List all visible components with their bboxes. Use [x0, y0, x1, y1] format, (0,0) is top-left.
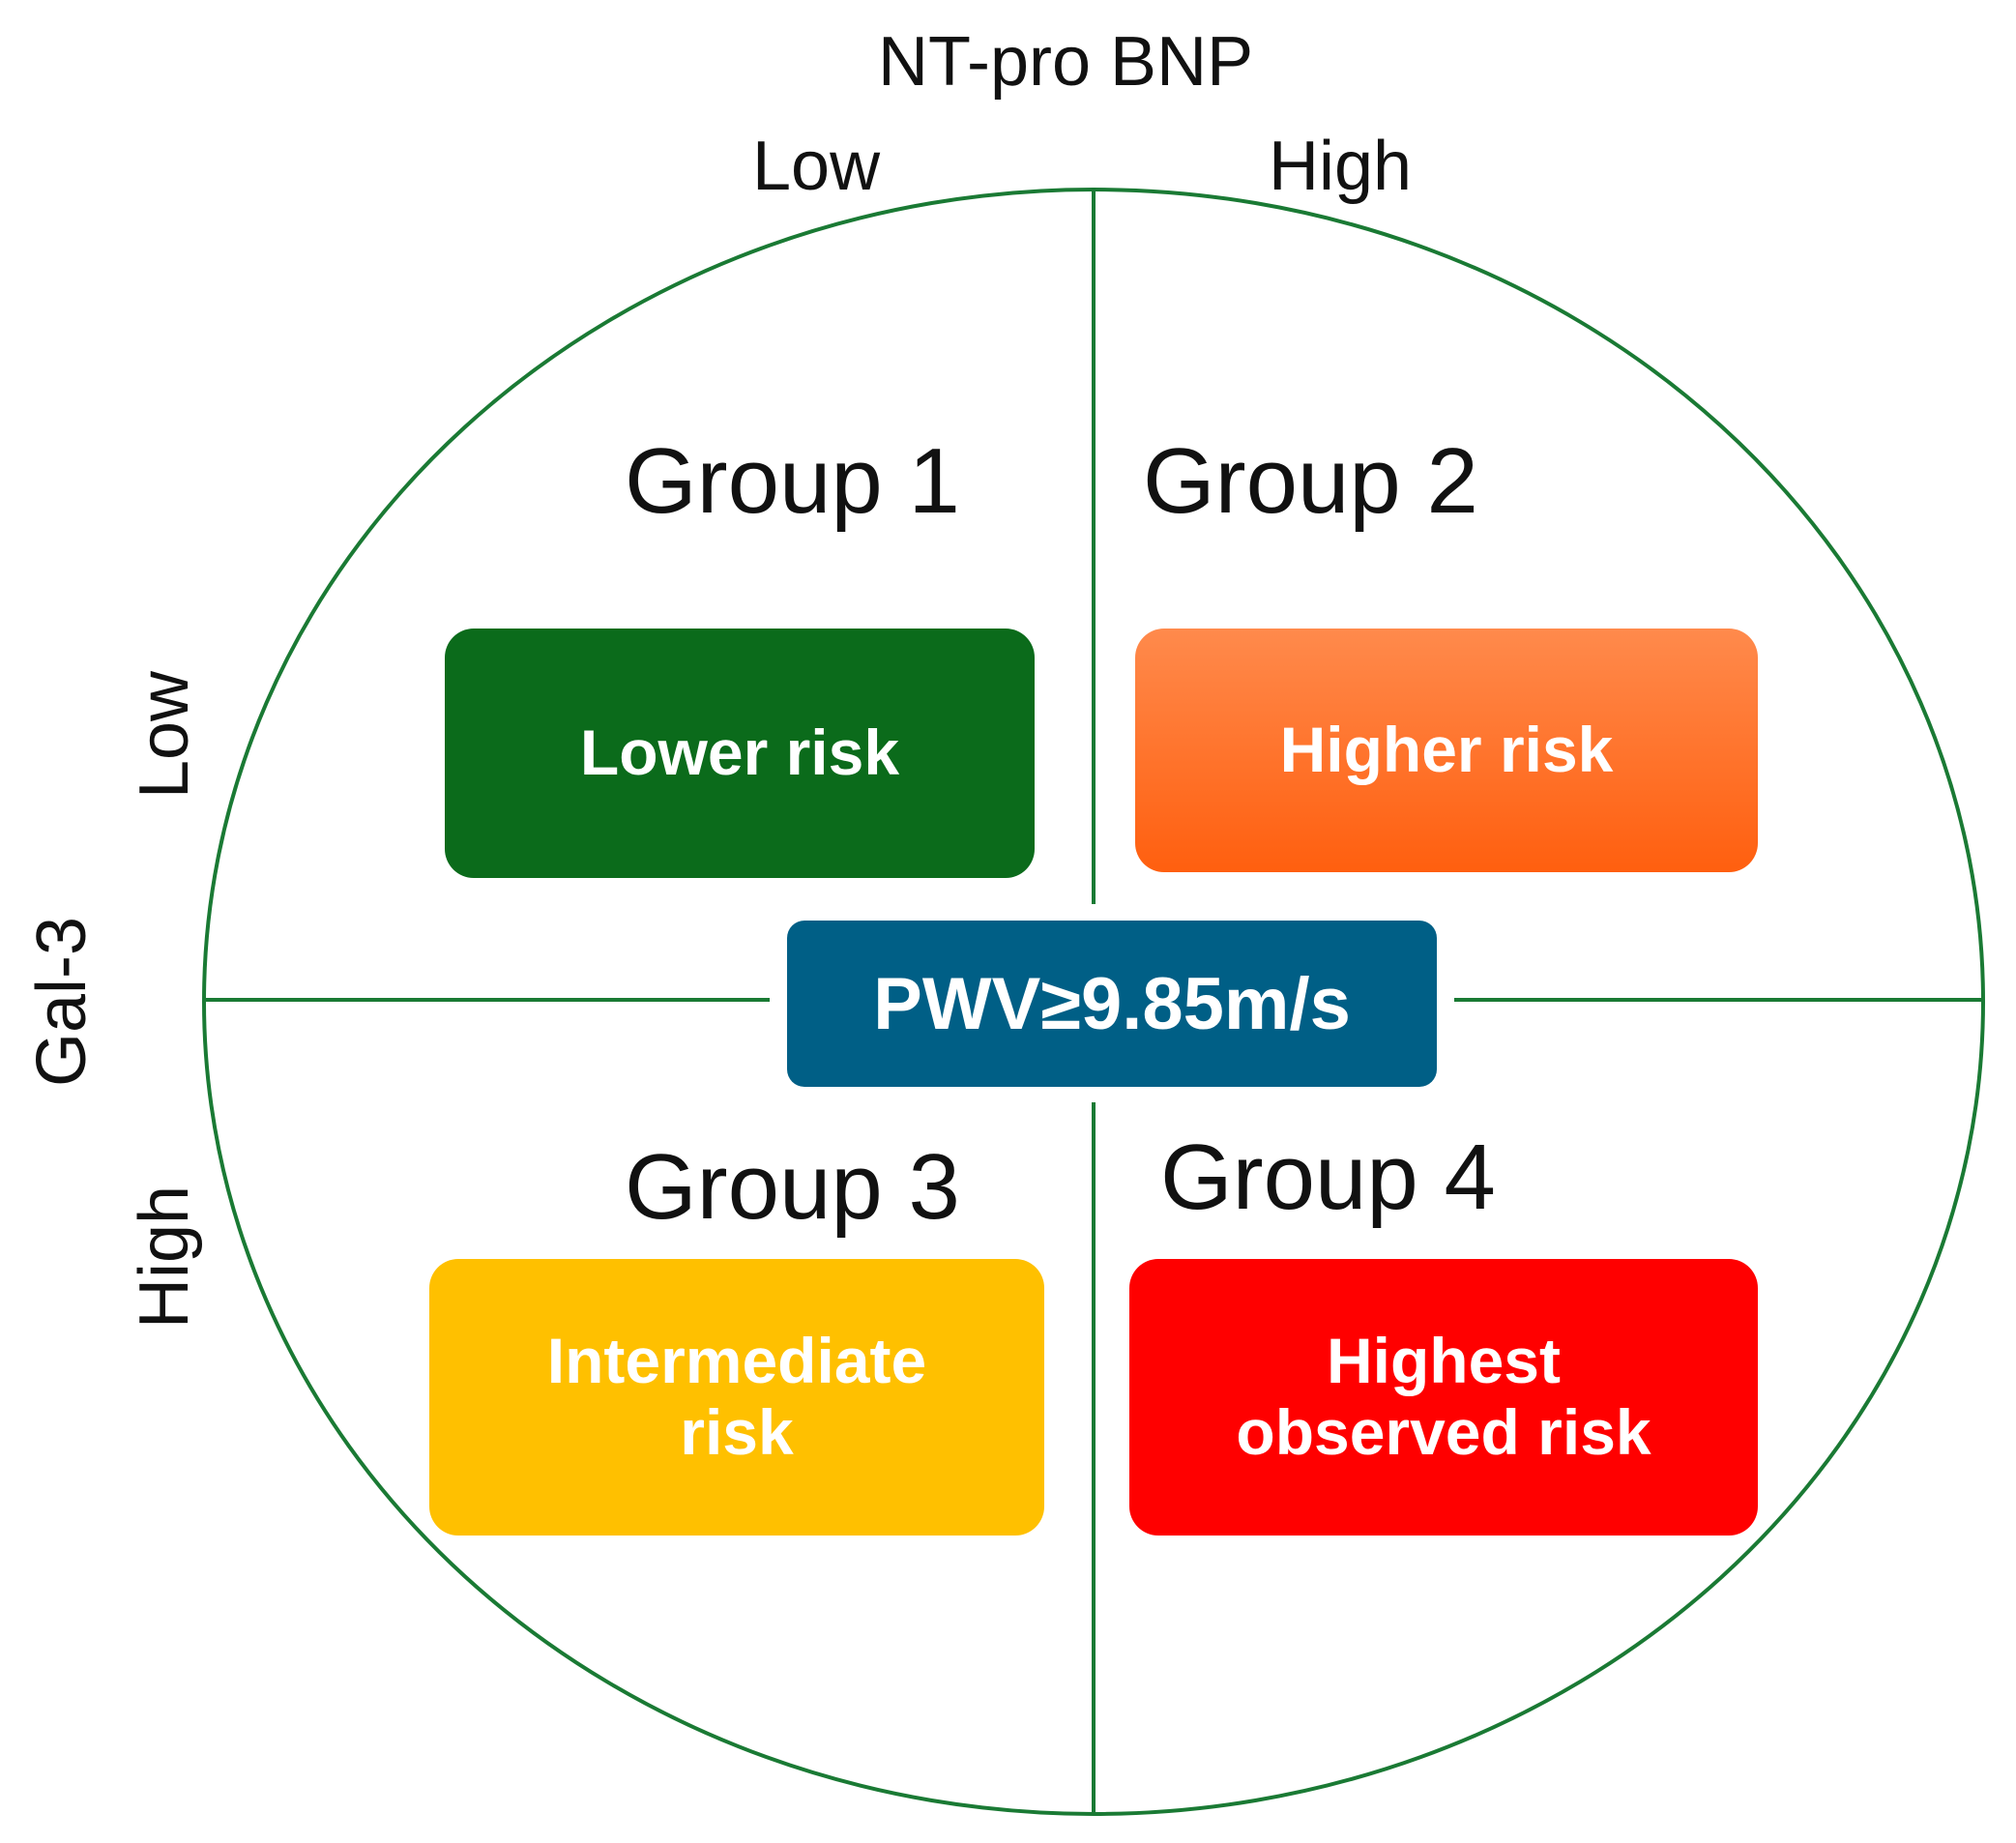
group-2-title: Group 2 [1143, 429, 1478, 533]
group-4-title: Group 4 [1160, 1126, 1496, 1229]
nt-pro-bnp-axis-title: NT-pro BNP [878, 23, 1254, 101]
gal-3-axis-title: Gal-3 [23, 916, 101, 1088]
group-2-risk-box: Higher risk [1135, 629, 1758, 872]
group-1-risk-box: Lower risk [445, 629, 1035, 878]
group-1-title: Group 1 [625, 429, 960, 533]
group-4-risk-box: Highest observed risk [1129, 1259, 1758, 1536]
group-4-risk-label: Highest observed risk [1236, 1325, 1651, 1468]
group-3-risk-label: Intermediate risk [546, 1325, 927, 1468]
gal-3-low-label: Low [126, 670, 203, 800]
group-2-risk-label: Higher risk [1279, 714, 1614, 786]
nt-pro-bnp-low-label: Low [752, 128, 881, 205]
pwv-threshold-label: PWV≥9.85m/s [873, 962, 1351, 1045]
group-1-risk-label: Lower risk [579, 717, 900, 789]
group-3-risk-box: Intermediate risk [429, 1259, 1044, 1536]
gal-3-high-label: High [126, 1185, 203, 1330]
nt-pro-bnp-high-label: High [1269, 128, 1413, 205]
group-3-title: Group 3 [625, 1135, 960, 1239]
pwv-threshold-box: PWV≥9.85m/s [787, 921, 1437, 1087]
